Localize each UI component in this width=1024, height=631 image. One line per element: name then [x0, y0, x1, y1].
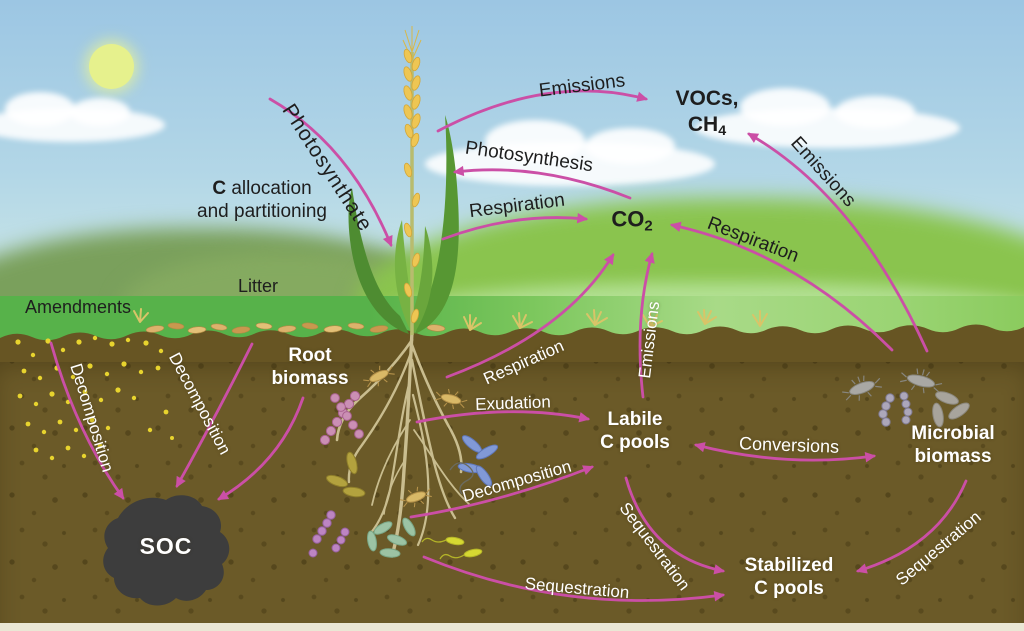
arrow-sequestration-microbial: [855, 479, 968, 574]
arrow-respiration-plant: [441, 212, 589, 241]
arrow-conversions: [693, 442, 877, 463]
dry-grass-tufts: [133, 308, 768, 331]
arrow-rootbiomass-to-soc: [217, 396, 305, 501]
soil-microbes: [308, 365, 499, 560]
arrow-respiration-microbial: [669, 221, 894, 352]
soc-blob: [103, 495, 230, 606]
label-c-allocation-bold: C: [212, 177, 227, 199]
plant-illustration: [348, 26, 459, 335]
flux-arrows: [49, 89, 968, 602]
litter-illustration: [145, 322, 446, 334]
arrow-respiration-soil: [445, 253, 615, 379]
bottom-border: [0, 623, 1024, 631]
label-conversions: Conversions: [738, 433, 840, 457]
arrow-decomposition-soil: [409, 465, 595, 519]
arrow-exudation: [415, 410, 591, 424]
label-amendments: Amendments: [24, 297, 132, 318]
soil-surface-edge: [0, 324, 1024, 362]
arrow-emissions-microbial: [747, 132, 929, 353]
arrow-sequestration-soil: [422, 555, 726, 602]
label-vocs-ch4: VOCs, CH4: [675, 86, 739, 139]
label-stabilized-c-pools: Stabilized C pools: [744, 554, 834, 599]
sun-illustration: [89, 44, 134, 89]
wheat-spike: [402, 26, 422, 324]
label-labile-c-pools: Labile C pools: [600, 408, 670, 453]
label-microbial-biomass: Microbial biomass: [911, 422, 995, 467]
label-root-biomass: Root biomass: [271, 344, 349, 389]
arrow-emissions-plant: [436, 89, 649, 133]
arrow-photosynthesis: [452, 165, 632, 200]
label-litter: Litter: [237, 276, 279, 297]
microbial-biomass-illustration: [842, 368, 970, 428]
arrow-decomposition-amendments: [49, 341, 125, 500]
arrow-decomposition-litter: [175, 342, 254, 488]
cloud-illustration: [695, 88, 960, 148]
cloud-illustration: [0, 92, 165, 142]
label-exudation: Exudation: [474, 392, 552, 414]
arrow-photosynthate: [268, 97, 393, 248]
arrow-emissions-soil: [638, 251, 655, 399]
label-c-allocation: C allocation and partitioning: [197, 177, 327, 222]
arrow-sequestration-labile: [624, 476, 726, 575]
label-co2: CO2: [611, 206, 653, 235]
label-soc: SOC: [139, 532, 193, 559]
